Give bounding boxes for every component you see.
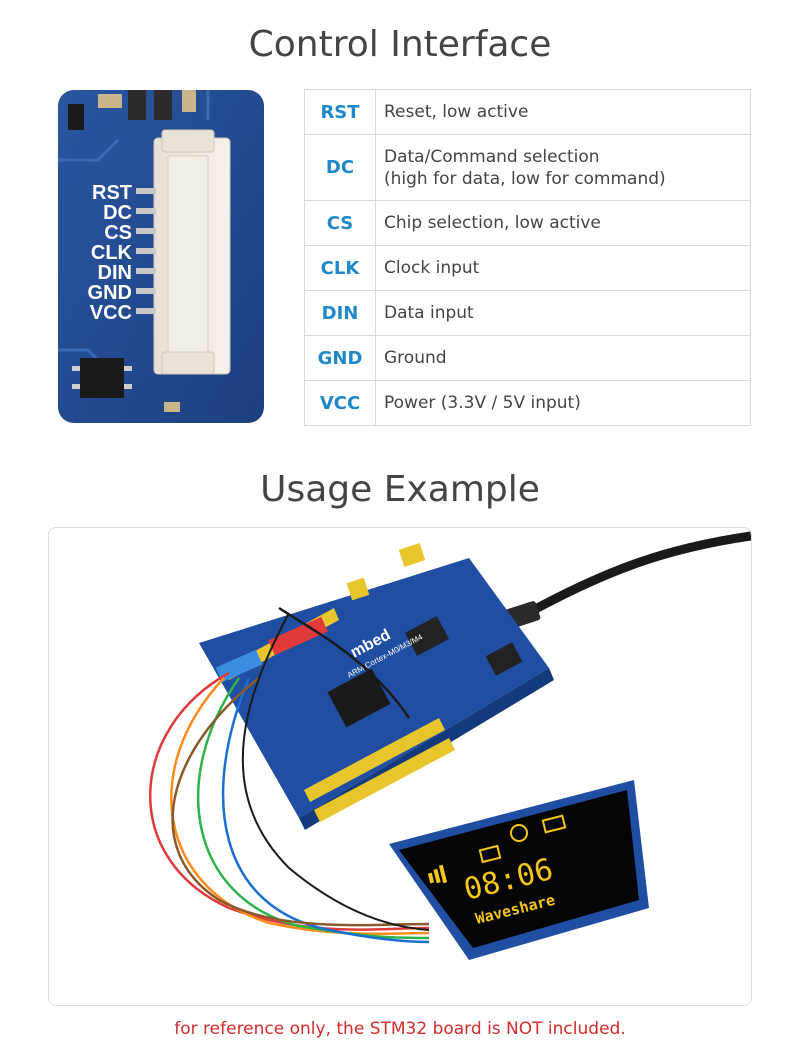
pin-desc: Ground [375,335,751,381]
pin-desc: Reset, low active [375,89,751,135]
pcb-label-gnd: GND [88,282,132,304]
usage-example-photo: mbed ARM Cortex-M0/M3/M4 08:06 Waveshare [48,527,752,1006]
usage-example-title: Usage Example [260,469,540,510]
pin-name: RST [304,89,376,135]
pcb-label-clk: CLK [91,242,133,264]
pin-desc: Power (3.3V / 5V input) [375,380,751,426]
table-row: CLK Clock input [304,245,751,291]
pin-desc: Data/Command selection (high for data, l… [375,134,751,201]
pcb-label-dc: DC [103,202,132,224]
table-row: VCC Power (3.3V / 5V input) [304,380,751,426]
pin-table: RST Reset, low active DC Data/Command se… [304,89,751,426]
pin-name: DC [304,134,376,201]
reference-note: for reference only, the STM32 board is N… [174,1019,626,1039]
pin-name: GND [304,335,376,381]
control-interface-title: Control Interface [248,24,552,65]
pcb-label-cs: CS [104,222,132,244]
pin-desc: Chip selection, low active [375,200,751,246]
pcb-label-vcc: VCC [90,302,132,324]
table-row: RST Reset, low active [304,89,751,135]
table-row: CS Chip selection, low active [304,200,751,246]
pin-desc: Data input [375,290,751,336]
pin-name: VCC [304,380,376,426]
pcb-label-din: DIN [98,262,132,284]
pcb-illustration: RST DC CS CLK DIN GND VCC [58,90,264,423]
pcb-label-rst: RST [92,182,132,204]
pin-name: CS [304,200,376,246]
table-row: DIN Data input [304,290,751,336]
pin-desc-line: Data/Command selection [384,146,600,167]
pin-desc-line: (high for data, low for command) [384,168,666,189]
pin-name: CLK [304,245,376,291]
usage-illustration: mbed ARM Cortex-M0/M3/M4 08:06 Waveshare [149,531,751,960]
pin-desc: Clock input [375,245,751,291]
connector-photo: RST DC CS CLK DIN GND VCC [58,90,264,423]
table-row: DC Data/Command selection (high for data… [304,134,751,201]
pin-name: DIN [304,290,376,336]
table-row: GND Ground [304,335,751,381]
